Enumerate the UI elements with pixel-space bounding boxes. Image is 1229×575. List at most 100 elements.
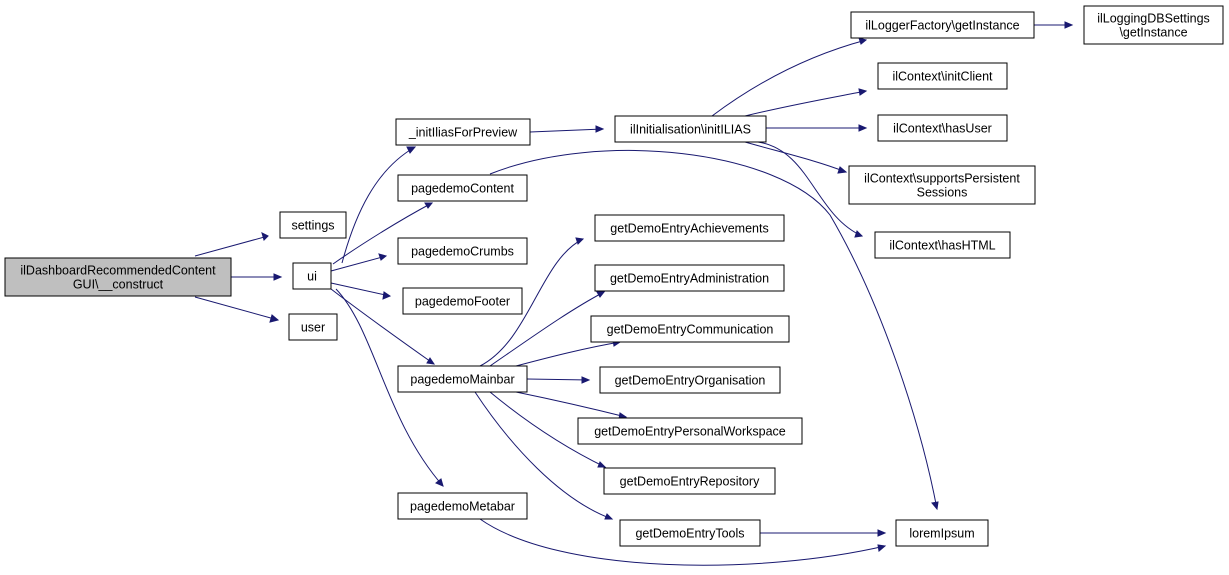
arrowhead-icon: [581, 376, 591, 384]
arrowhead-icon: [435, 478, 444, 487]
node-label: pagedemoCrumbs: [411, 245, 514, 259]
node-box[interactable]: [395, 118, 531, 146]
arrowhead-icon: [1064, 21, 1074, 29]
node-hasHTML[interactable]: ilContext\hasHTML: [874, 231, 1011, 259]
edge-initILIAS-hasHTML: [757, 141, 864, 238]
edge-ui-pagedemoMetabar: [335, 288, 444, 487]
node-root[interactable]: ilDashboardRecommendedContentGUI\__const…: [4, 257, 232, 297]
node-communication[interactable]: getDemoEntryCommunication: [590, 315, 790, 343]
edge-loggerFactory-loggingDB: [1034, 21, 1074, 29]
node-box[interactable]: [877, 114, 1008, 142]
node-label: _initIliasForPreview: [408, 126, 518, 140]
node-loremIpsum[interactable]: loremIpsum: [895, 519, 989, 547]
edge-line: [474, 391, 613, 520]
edge-line: [194, 296, 279, 321]
node-box[interactable]: [590, 315, 790, 343]
node-label: pagedemoContent: [411, 182, 514, 196]
arrowhead-icon: [858, 88, 868, 96]
node-box[interactable]: [614, 115, 767, 143]
node-initClient[interactable]: ilContext\initClient: [877, 62, 1008, 90]
node-box[interactable]: [288, 313, 338, 341]
node-box[interactable]: [877, 62, 1008, 90]
edge-ui-pagedemoContent: [332, 202, 434, 265]
node-box[interactable]: [397, 174, 528, 202]
node-ui[interactable]: ui: [292, 262, 332, 290]
node-settings[interactable]: settings: [279, 211, 347, 239]
arrowhead-icon: [877, 529, 887, 537]
node-box[interactable]: [397, 365, 528, 393]
node-box[interactable]: [397, 237, 528, 265]
node-achievements[interactable]: getDemoEntryAchievements: [594, 214, 785, 242]
node-label: getDemoEntryOrganisation: [615, 374, 766, 388]
edge-line: [515, 341, 621, 367]
node-repository[interactable]: getDemoEntryRepository: [603, 467, 776, 495]
node-box[interactable]: [874, 231, 1011, 259]
node-label: GUI\__construct: [73, 278, 164, 292]
arrowhead-icon: [378, 253, 388, 261]
node-initIlias[interactable]: _initIliasForPreview: [395, 118, 531, 146]
arrowhead-icon: [604, 513, 614, 520]
edge-line: [489, 291, 605, 367]
node-personalWorkspace[interactable]: getDemoEntryPersonalWorkspace: [577, 417, 803, 445]
node-box[interactable]: [594, 264, 785, 292]
edge-line: [711, 39, 867, 117]
node-label: ilContext\supportsPersistent: [864, 172, 1020, 186]
node-pagedemoContent[interactable]: pagedemoContent: [397, 174, 528, 202]
node-box[interactable]: [292, 262, 332, 290]
edge-line: [515, 391, 627, 418]
node-box[interactable]: [397, 492, 528, 520]
node-loggerFactory[interactable]: ilLoggerFactory\getInstance: [850, 11, 1035, 39]
edge-ui-pagedemoFooter: [330, 282, 392, 300]
node-label: ilLoggingDBSettings: [1097, 12, 1210, 26]
node-box[interactable]: [619, 519, 761, 547]
edge-line: [479, 518, 886, 566]
node-label: ilContext\initClient: [892, 70, 993, 84]
edge-initILIAS-initClient: [744, 88, 868, 117]
edge-root-settings: [194, 232, 269, 257]
node-box[interactable]: [594, 214, 785, 242]
node-tools[interactable]: getDemoEntryTools: [619, 519, 761, 547]
edge-pagedemoMainbar-administration: [489, 291, 606, 367]
node-box[interactable]: [895, 519, 989, 547]
edge-ui-pagedemoCrumbs: [330, 253, 388, 272]
node-label: Sessions: [917, 186, 968, 200]
node-box[interactable]: [279, 211, 347, 239]
node-label: ilDashboardRecommendedContent: [20, 264, 216, 278]
arrowhead-icon: [269, 314, 280, 323]
node-box[interactable]: [603, 467, 776, 495]
node-label: ilContext\hasUser: [893, 122, 992, 136]
node-pagedemoFooter[interactable]: pagedemoFooter: [402, 287, 523, 315]
edge-line: [330, 282, 391, 297]
node-hasUser[interactable]: ilContext\hasUser: [877, 114, 1008, 142]
arrowhead-icon: [273, 273, 283, 281]
arrowhead-icon: [837, 166, 848, 174]
node-pagedemoMetabar[interactable]: pagedemoMetabar: [397, 492, 528, 520]
node-pagedemoCrumbs[interactable]: pagedemoCrumbs: [397, 237, 528, 265]
arrowhead-icon: [595, 125, 605, 133]
node-user[interactable]: user: [288, 313, 338, 341]
edge-line: [330, 288, 435, 365]
node-box[interactable]: [402, 287, 523, 315]
node-box[interactable]: [599, 366, 781, 394]
node-organisation[interactable]: getDemoEntryOrganisation: [599, 366, 781, 394]
node-initILIAS[interactable]: ilInitialisation\initILIAS: [614, 115, 767, 143]
node-box[interactable]: [850, 11, 1035, 39]
node-pagedemoMainbar[interactable]: pagedemoMainbar: [397, 365, 528, 393]
edge-line: [744, 141, 847, 173]
node-box[interactable]: [1083, 5, 1224, 45]
edge-initIlias-initILIAS: [529, 125, 605, 133]
arrowhead-icon: [406, 146, 417, 154]
node-box[interactable]: [4, 257, 232, 297]
node-loggingDB[interactable]: ilLoggingDBSettings\getInstance: [1083, 5, 1224, 45]
node-label: pagedemoMetabar: [410, 500, 515, 514]
node-box[interactable]: [577, 417, 803, 445]
edge-line: [335, 288, 444, 487]
node-administration[interactable]: getDemoEntryAdministration: [594, 264, 785, 292]
node-label: settings: [291, 219, 334, 233]
arrowhead-icon: [854, 230, 864, 238]
arrowhead-icon: [858, 37, 868, 45]
node-box[interactable]: [848, 165, 1036, 205]
node-label: getDemoEntryRepository: [620, 475, 760, 489]
edge-line: [330, 255, 387, 272]
